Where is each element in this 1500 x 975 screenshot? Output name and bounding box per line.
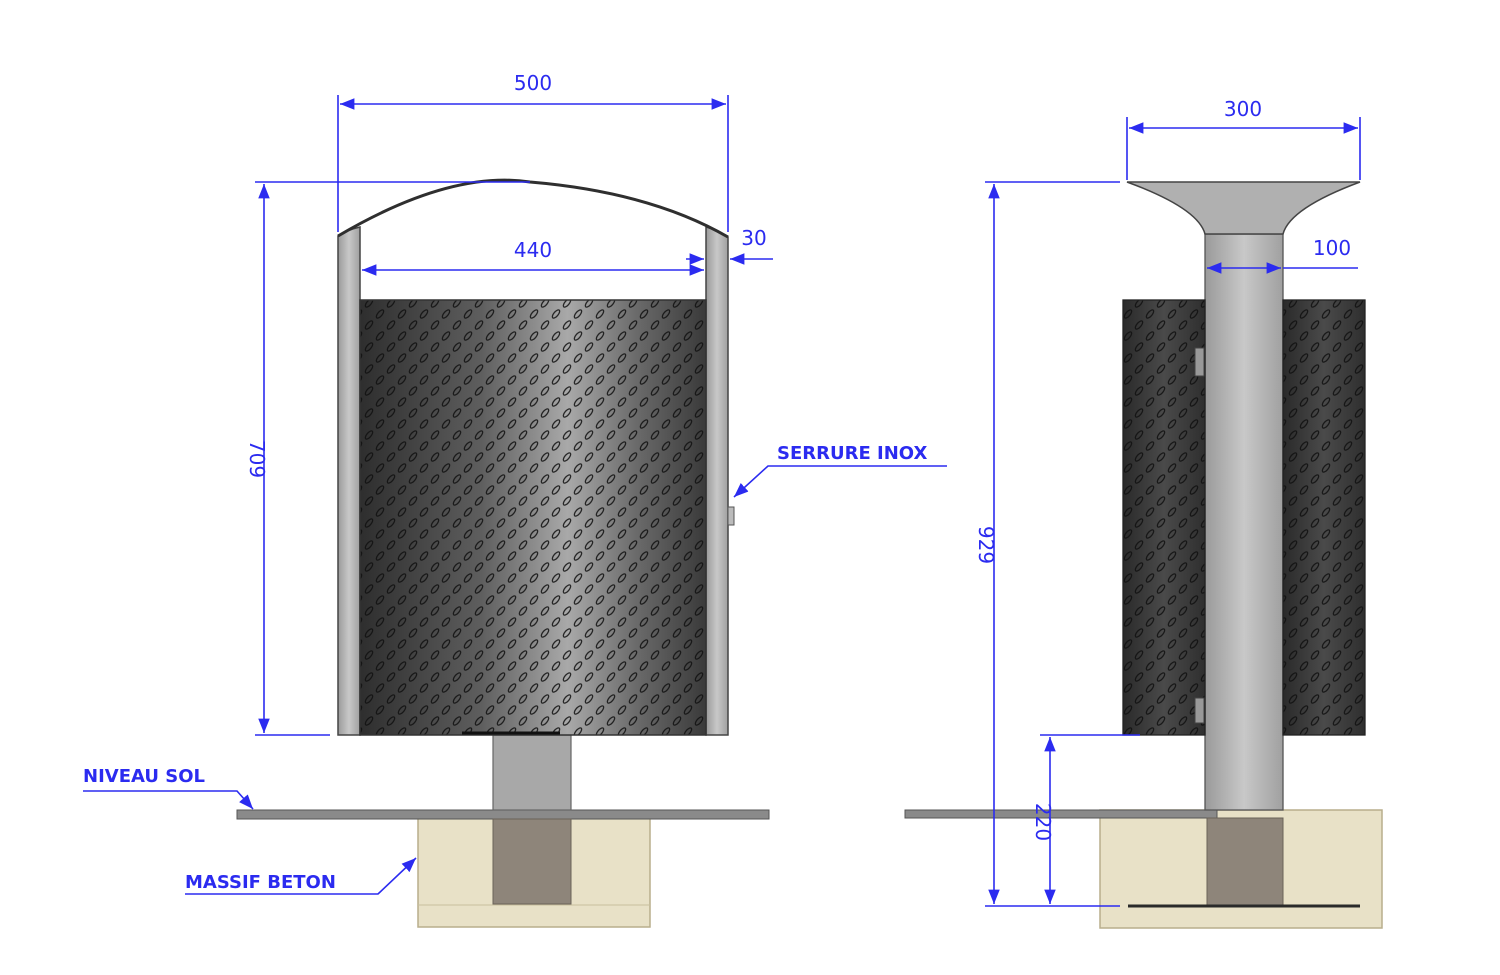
front-dimensions: 500 440 30 709 [245, 71, 773, 736]
dim-500-label: 500 [514, 71, 552, 95]
front-right-upright [705, 226, 729, 736]
dim-300-label: 300 [1224, 97, 1262, 121]
front-left-upright [337, 226, 361, 736]
dim-709-label: 709 [245, 440, 269, 478]
dim-30-label: 30 [741, 226, 766, 250]
annotations: SERRURE INOX NIVEAU SOL MASSIF BETON [83, 443, 947, 895]
front-view [236, 178, 770, 928]
side-funnel-top [1126, 181, 1361, 235]
side-hinge-top [1194, 347, 1205, 377]
label-serrure-inox: SERRURE INOX [777, 443, 927, 464]
front-post [492, 734, 572, 811]
label-niveau-sol: NIVEAU SOL [83, 766, 205, 787]
side-hinge-bottom [1194, 697, 1205, 724]
leader-niveau-sol [83, 790, 254, 810]
side-ground-line [904, 809, 1218, 819]
leader-serrure-inox [733, 465, 947, 498]
dim-440-label: 440 [514, 238, 552, 262]
side-post-embedded [1206, 817, 1284, 907]
front-lock [727, 506, 735, 526]
label-massif-beton: MASSIF BETON [185, 872, 336, 893]
front-ground-line [236, 809, 770, 820]
leader-massif-beton [185, 857, 417, 895]
dim-100-label: 100 [1313, 236, 1351, 260]
side-dimensions: 300 100 929 220 [974, 97, 1361, 907]
front-post-embedded [492, 818, 572, 905]
front-top-arch [337, 178, 729, 239]
dim-220-label: 220 [1031, 803, 1055, 841]
side-view [904, 181, 1383, 929]
side-post [1204, 233, 1284, 811]
dim-929-label: 929 [974, 526, 998, 564]
